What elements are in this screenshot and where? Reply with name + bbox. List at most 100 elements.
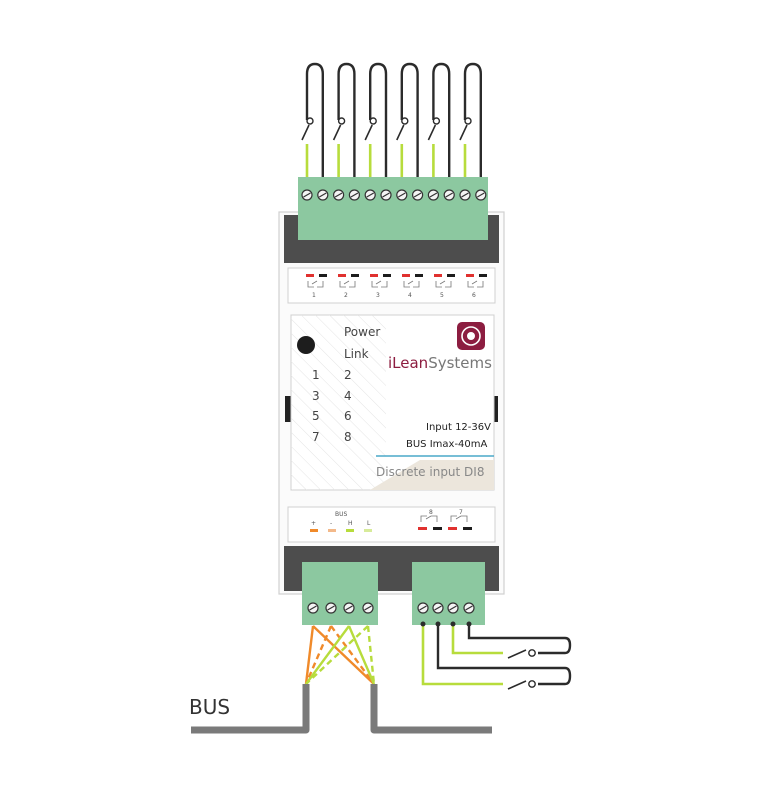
panel-corner-shade — [370, 460, 494, 490]
polarity-mark-black — [447, 274, 455, 277]
screw-slot — [434, 605, 442, 611]
top-terminal-label: 6 — [472, 292, 476, 299]
bus-cable-label: BUS — [189, 695, 231, 719]
model-name: Discrete input DI8 — [376, 465, 485, 479]
switch-contact — [432, 117, 441, 125]
screw-slot — [345, 605, 353, 611]
switch-symbol — [307, 280, 324, 288]
switch-symbol — [403, 280, 420, 288]
screw-slot — [413, 192, 422, 198]
channel-label: 8 — [344, 430, 352, 444]
switch-blade — [427, 124, 437, 141]
polarity-mark-red — [306, 274, 314, 277]
channel-label: 5 — [312, 409, 320, 423]
input-strip-label: 8 — [429, 509, 433, 516]
channel-label: 6 — [344, 409, 352, 423]
top-switch-loops — [301, 62, 484, 198]
indicator-link: Link — [344, 347, 369, 361]
polarity-mark-black — [319, 274, 327, 277]
polarity-mark-black — [415, 274, 423, 277]
switch-symbol — [435, 280, 452, 288]
screw-slot — [309, 605, 317, 611]
bus-pin-label: L — [367, 520, 371, 527]
left-clip — [285, 396, 292, 422]
screw-slot — [429, 192, 438, 198]
bus-pin-mark — [310, 529, 318, 532]
bus-strip-title: BUS — [335, 511, 348, 518]
bus-pin-label: - — [330, 520, 333, 527]
polarity-mark-red — [402, 274, 410, 277]
bus-wires — [304, 625, 376, 685]
loop-wire-dark — [305, 62, 324, 180]
switch-contact — [464, 117, 472, 125]
top-screws — [301, 189, 487, 201]
polarity-mark-black — [463, 527, 472, 530]
loop-wire-dark — [369, 62, 388, 180]
polarity-mark-red — [338, 274, 346, 277]
screw-slot — [419, 605, 427, 611]
screw-slot — [350, 192, 359, 198]
bus-pin-mark — [328, 529, 336, 532]
loop-wire-dark — [337, 62, 356, 180]
screw-slot — [477, 192, 485, 198]
spec-input: Input 12-36V — [426, 422, 491, 433]
switch-symbol — [467, 280, 484, 288]
polarity-mark-black — [433, 527, 442, 530]
bus-pin-label: + — [311, 520, 317, 527]
top-terminal-block — [298, 177, 488, 240]
bus-wire — [330, 625, 375, 685]
switch-blade — [507, 649, 527, 659]
spec-bus: BUS Imax-40mA — [406, 439, 488, 450]
switch-symbol — [339, 280, 356, 288]
loop-wire-dark — [463, 62, 482, 180]
screw-slot — [382, 192, 390, 198]
polarity-mark-black — [351, 274, 359, 277]
channel-label: 1 — [312, 368, 320, 382]
top-terminal-label: 1 — [312, 292, 316, 299]
top-terminal-label: 2 — [344, 292, 348, 299]
screw-slot — [364, 605, 372, 611]
switch-blade — [459, 124, 468, 141]
input-wire-lime — [421, 622, 503, 686]
polarity-mark-red — [466, 274, 474, 277]
input-terminal-block — [412, 562, 485, 625]
bus-pin-mark — [364, 529, 372, 532]
switch-symbol — [450, 515, 468, 522]
screw-slot — [449, 605, 457, 611]
bus-pin-mark — [346, 529, 354, 532]
switch-contact — [369, 117, 377, 125]
switch-contact — [528, 649, 536, 657]
screw-slot — [319, 192, 327, 198]
top-label-strip — [287, 267, 496, 304]
channel-label: 7 — [312, 430, 320, 444]
screw-slot — [334, 192, 343, 198]
status-button — [297, 336, 315, 354]
bus-wire — [312, 625, 375, 685]
input-wire-dark — [436, 622, 572, 686]
top-terminal-label: 5 — [440, 292, 444, 299]
wire-end — [420, 621, 426, 627]
top-strip-marks — [306, 274, 487, 288]
bus-cable-right — [370, 684, 492, 734]
loop-wire-dark — [432, 62, 451, 180]
wire-end — [466, 621, 472, 627]
switch-blade — [507, 680, 527, 690]
switch-symbol — [371, 280, 388, 288]
brand-lean: Lean — [392, 354, 429, 372]
bus-terminal-block — [302, 562, 378, 625]
bus-pin-label: H — [348, 520, 353, 527]
top-terminal-label: 3 — [376, 292, 380, 299]
brand-logo-dot — [467, 332, 475, 340]
switch-blade — [301, 124, 310, 141]
bottom-strip-marks — [310, 515, 472, 532]
polarity-mark-black — [383, 274, 391, 277]
indicator-power: Power — [344, 325, 381, 339]
bus-wire — [304, 625, 315, 685]
input-wire-lime — [451, 622, 503, 655]
bus-cable-left — [191, 684, 310, 734]
screw-slot — [461, 192, 469, 198]
screw-slot — [327, 605, 335, 611]
switch-contact — [306, 117, 314, 125]
